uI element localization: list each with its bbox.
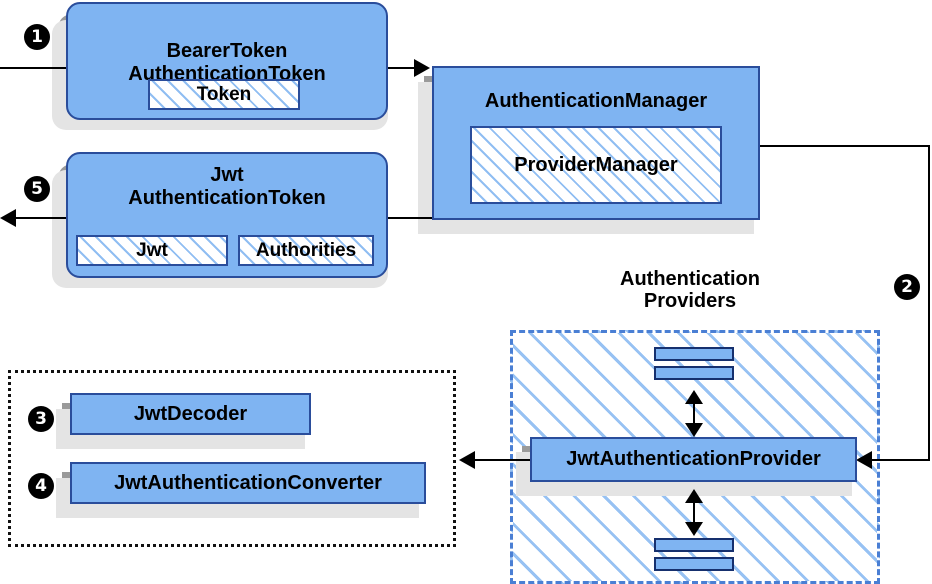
arrowhead-into-provider (856, 451, 872, 469)
arrowhead-output (0, 209, 16, 227)
jwt-token-title-line2: AuthenticationToken (128, 187, 326, 209)
slot-token[interactable]: Token (148, 79, 300, 110)
slot-provider-manager[interactable]: ProviderManager (470, 126, 722, 204)
slot-jwt[interactable]: Jwt (76, 235, 228, 266)
jwt-token-title-line1: Jwt (210, 164, 244, 186)
connector-auth-manager-right (760, 145, 930, 147)
step-badge-5: 5 (24, 176, 50, 202)
authentication-providers-label: Authentication Providers (570, 268, 810, 313)
connector-auth-manager-to-jwt-token (386, 217, 434, 219)
step-badge-3: 3 (28, 406, 54, 432)
bearer-token-title-line1: BearerToken (166, 40, 288, 62)
jwt-decoder[interactable]: JwtDecoder (70, 393, 311, 435)
arrowhead-down-top (685, 423, 703, 437)
step-badge-1: 1 (24, 24, 50, 50)
provider-bar-top-2 (654, 366, 734, 380)
provider-bar-top-1 (654, 347, 734, 361)
arrowhead-up-top (685, 390, 703, 404)
arrowhead-into-support-group (459, 451, 475, 469)
provider-bar-bottom-1 (654, 538, 734, 552)
slot-authorities[interactable]: Authorities (238, 235, 374, 266)
jwt-authentication-converter[interactable]: JwtAuthenticationConverter (70, 462, 426, 504)
connector-into-provider (872, 459, 930, 461)
connector-jwt-token-to-output (16, 217, 68, 219)
arrowhead-up-bottom (685, 489, 703, 503)
connector-bearer-token-to-auth-manager (388, 67, 418, 69)
providers-label-line1: Authentication (620, 268, 760, 290)
connector-input-to-bearer-token (0, 67, 68, 69)
step-badge-2: 2 (894, 274, 920, 300)
arrowhead-down-bottom (685, 522, 703, 536)
provider-bar-bottom-2 (654, 557, 734, 571)
jwt-support-group (8, 370, 456, 547)
connector-top-double-arrow (693, 398, 695, 430)
providers-label-line2: Providers (643, 290, 737, 313)
connector-bottom-double-arrow (693, 497, 695, 529)
step-badge-4: 4 (28, 473, 54, 499)
auth-manager-title: AuthenticationManager (484, 90, 708, 112)
connector-provider-to-support-group (475, 459, 530, 461)
arrowhead-to-auth-manager (414, 59, 430, 77)
jwt-authentication-provider[interactable]: JwtAuthenticationProvider (530, 437, 857, 482)
connector-right-vertical (928, 145, 930, 460)
